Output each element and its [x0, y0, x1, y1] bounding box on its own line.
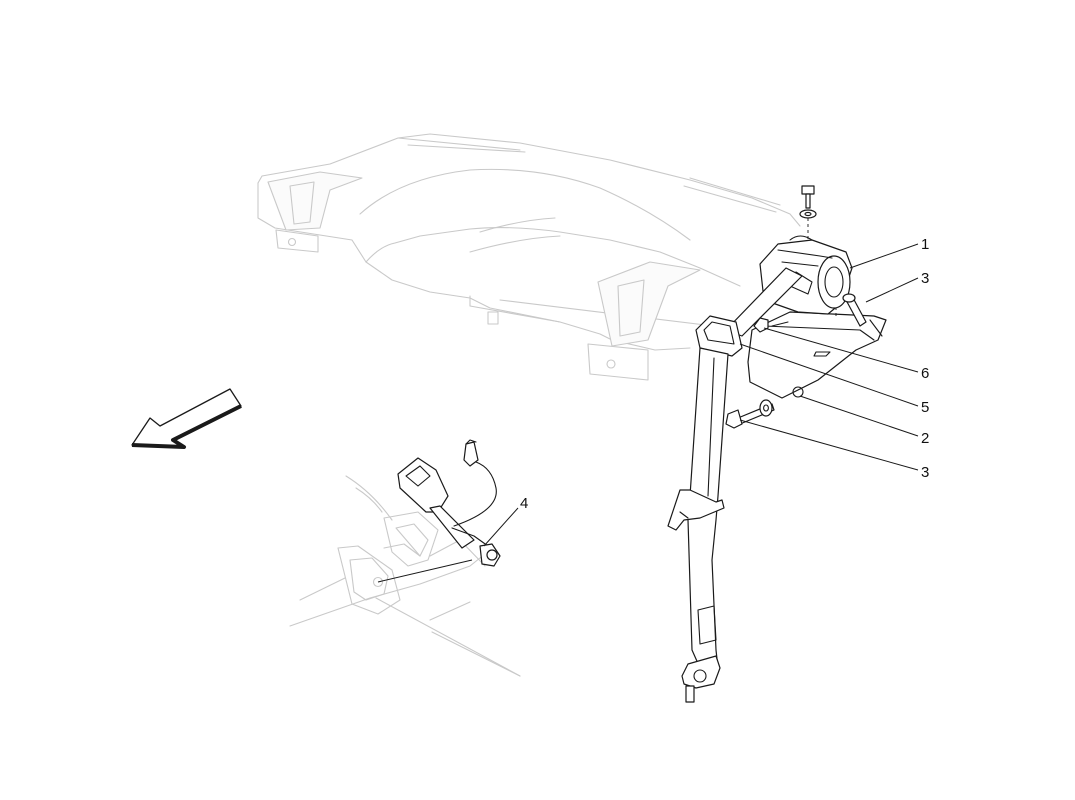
callout-3-upper: 3	[921, 270, 929, 287]
direction-arrow-icon	[131, 388, 242, 449]
leader-lines	[483, 243, 919, 547]
callout-4: 4	[520, 495, 528, 512]
callout-1: 1	[921, 236, 929, 253]
seat-area-outline	[289, 475, 521, 677]
callout-5: 5	[921, 399, 929, 416]
seatbelt-buckle	[377, 439, 501, 583]
rear-shelf-outline	[257, 133, 801, 381]
callout-2: 2	[921, 430, 929, 447]
callout-3-lower: 3	[921, 464, 929, 481]
callout-6: 6	[921, 365, 929, 382]
belt-retractor-assembly	[667, 185, 887, 703]
